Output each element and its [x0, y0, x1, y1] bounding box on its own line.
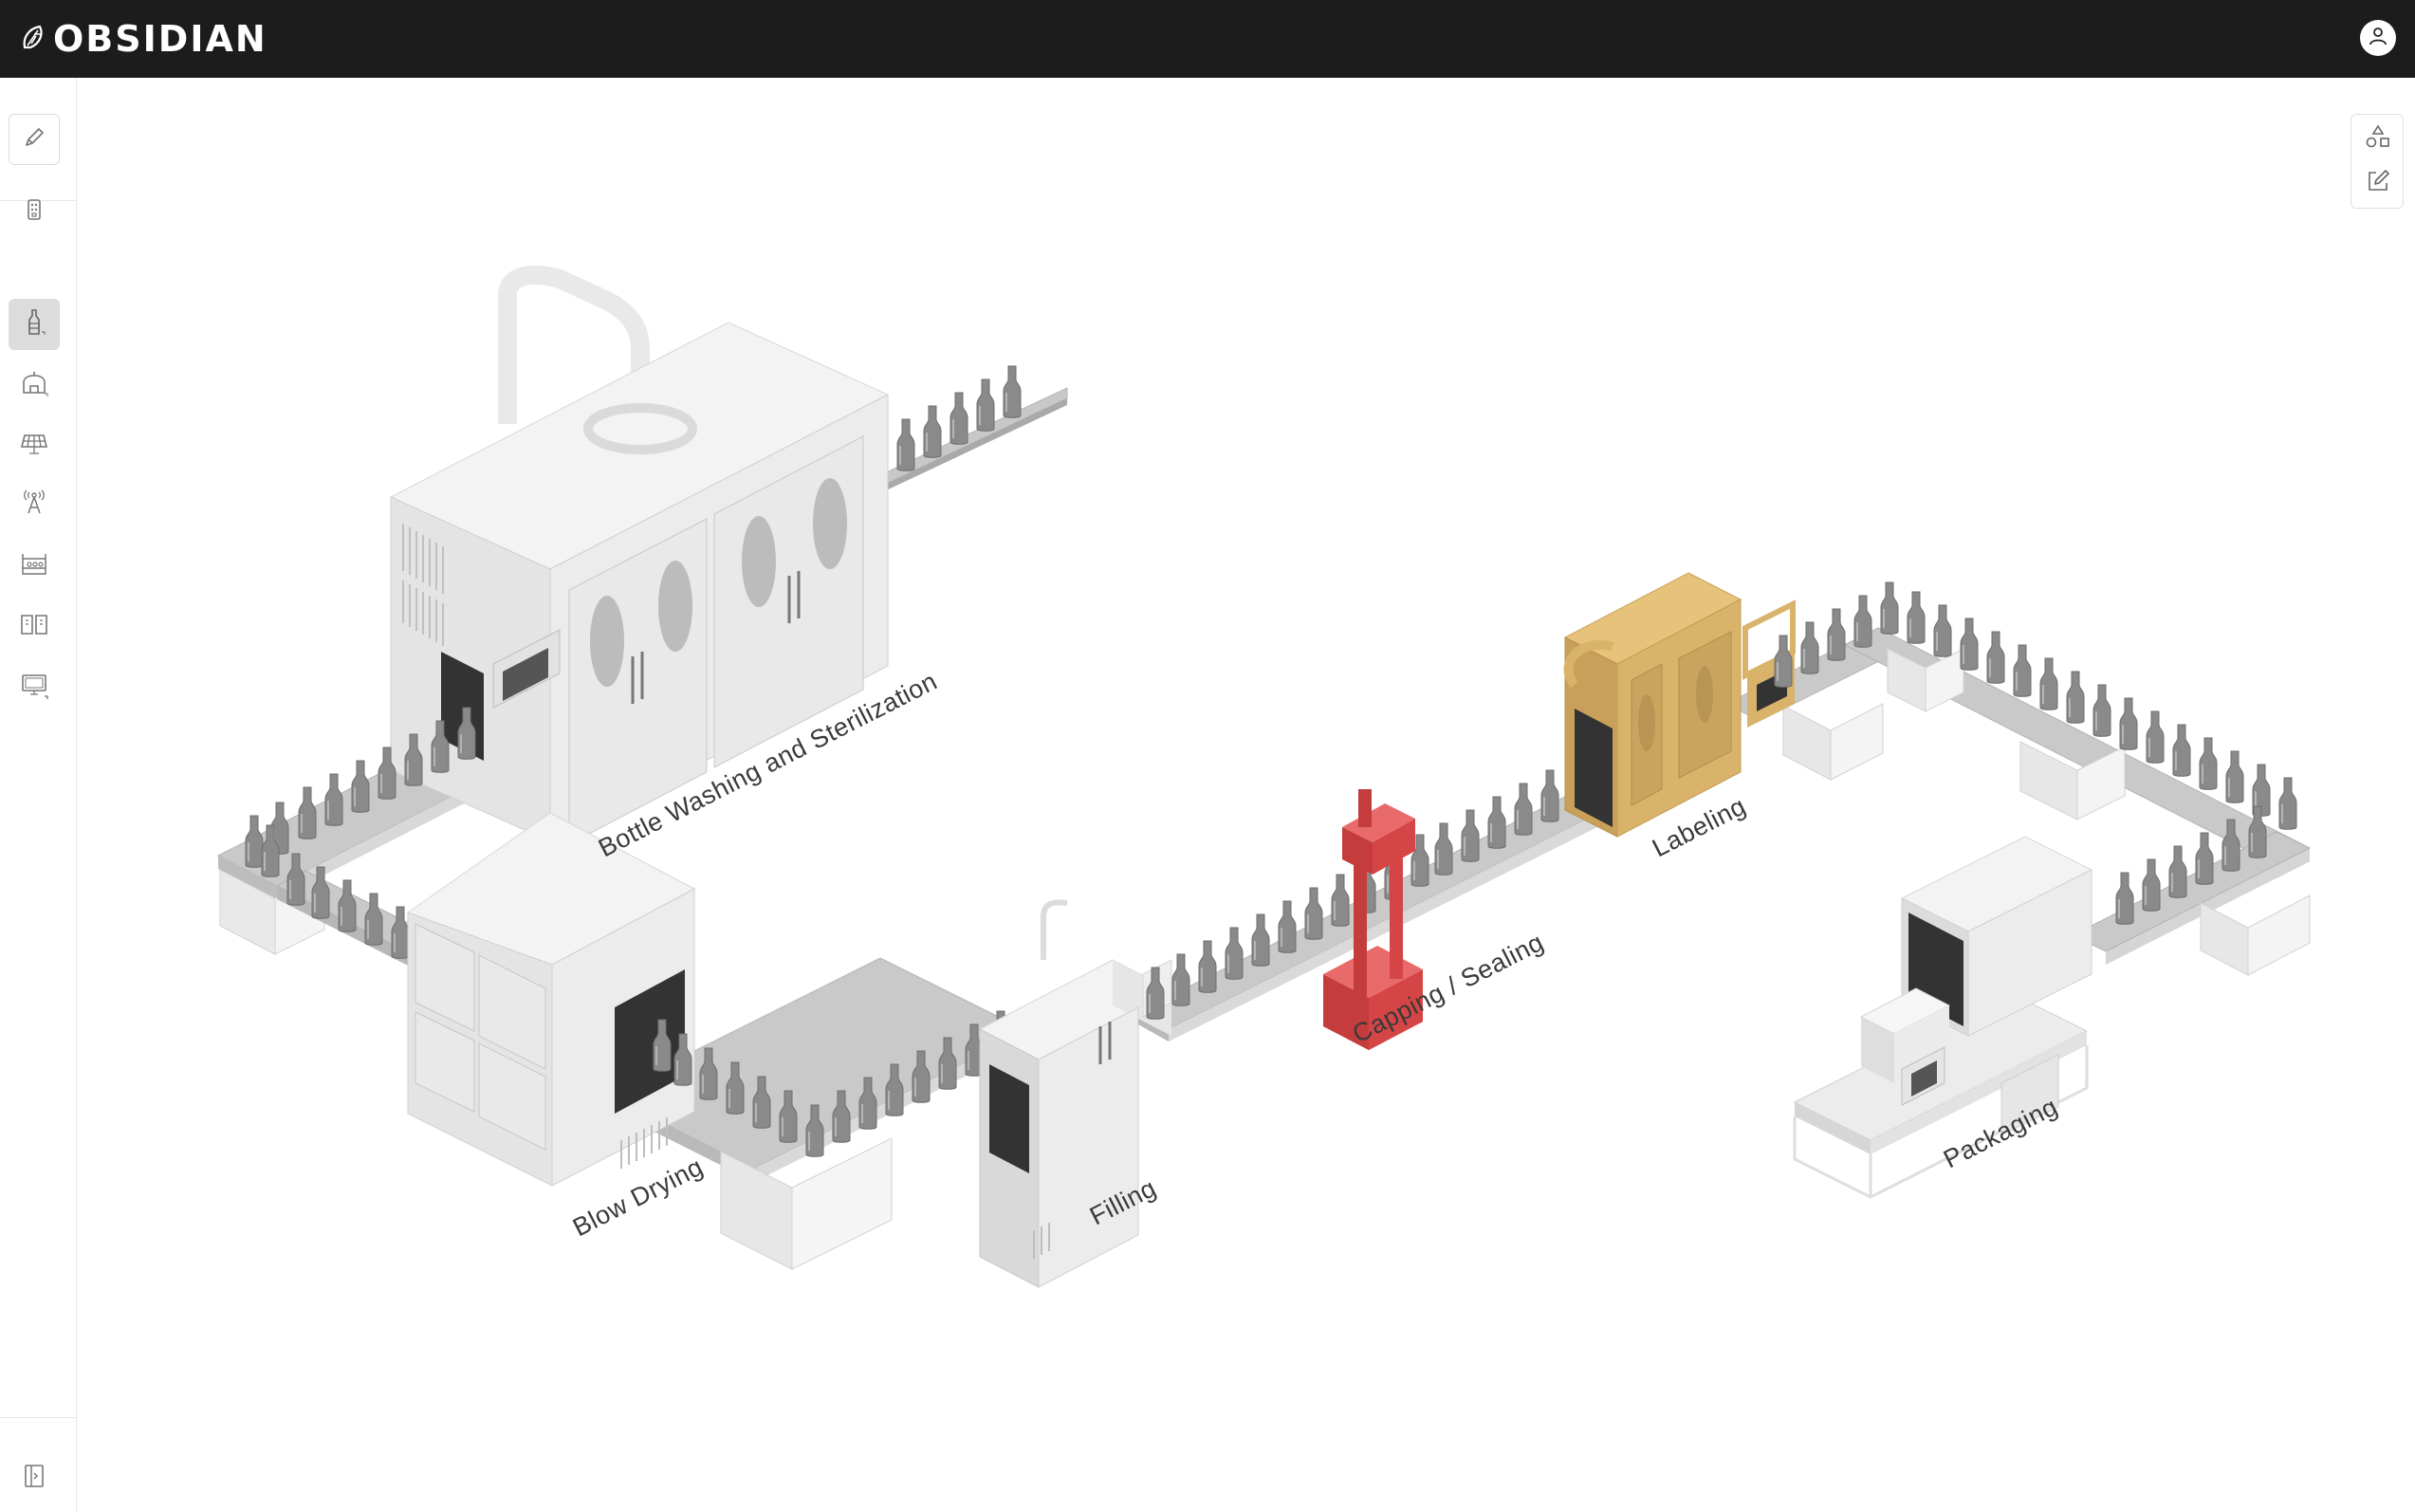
user-icon — [2368, 26, 2388, 51]
sidebar-item-solar[interactable] — [9, 419, 60, 470]
machine-labeling[interactable] — [1563, 572, 1796, 838]
sidebar-expand-icon — [22, 1462, 46, 1495]
solar-panel-icon — [20, 430, 48, 461]
top-bar: OBSIDIAN — [0, 0, 2415, 78]
sidebar-toggle-button[interactable] — [9, 1452, 60, 1503]
edit-icon — [2364, 167, 2392, 200]
book-open-icon — [19, 611, 49, 642]
sidebar-divider-bottom — [0, 1417, 76, 1418]
edit-mode-button[interactable] — [9, 114, 60, 165]
sidebar-item-monitor[interactable] — [9, 662, 60, 713]
pencil-icon — [21, 124, 47, 156]
brand-name: OBSIDIAN — [53, 18, 267, 60]
canvas-toolbar — [2350, 114, 2404, 209]
sidebar — [0, 78, 77, 1512]
edit-tool-button[interactable] — [2359, 164, 2397, 202]
bottle-icon — [21, 307, 47, 342]
sidebar-item-bottling[interactable] — [9, 299, 60, 350]
production-line-scene: Bottle Washing and Sterilization Blow Dr… — [216, 266, 2312, 1288]
sidebar-divider — [0, 200, 76, 201]
machine-filling[interactable] — [978, 899, 1173, 1288]
machine-blow-drying[interactable] — [406, 812, 696, 1187]
brand[interactable]: OBSIDIAN — [19, 18, 267, 60]
remote-control-icon — [21, 196, 47, 228]
factory-line-icon — [19, 549, 49, 582]
sidebar-item-facility[interactable] — [9, 360, 60, 411]
shapes-tool-button[interactable] — [2359, 120, 2397, 157]
shapes-icon — [2364, 122, 2392, 156]
sidebar-item-tower[interactable] — [9, 478, 60, 529]
machine-bottle-washing[interactable] — [389, 266, 890, 845]
sidebar-item-remote[interactable] — [9, 186, 60, 237]
obsidian-leaf-logo — [19, 23, 47, 56]
facility-icon — [19, 368, 49, 403]
sidebar-item-factory-line[interactable] — [9, 540, 60, 591]
machine-capping-sealing[interactable] — [1323, 789, 1423, 1050]
monitor-icon — [19, 671, 49, 706]
machine-packaging[interactable] — [1793, 836, 2093, 1199]
sidebar-item-docs[interactable] — [9, 600, 60, 652]
user-menu-button[interactable] — [2360, 20, 2396, 56]
antenna-tower-icon — [19, 488, 49, 521]
